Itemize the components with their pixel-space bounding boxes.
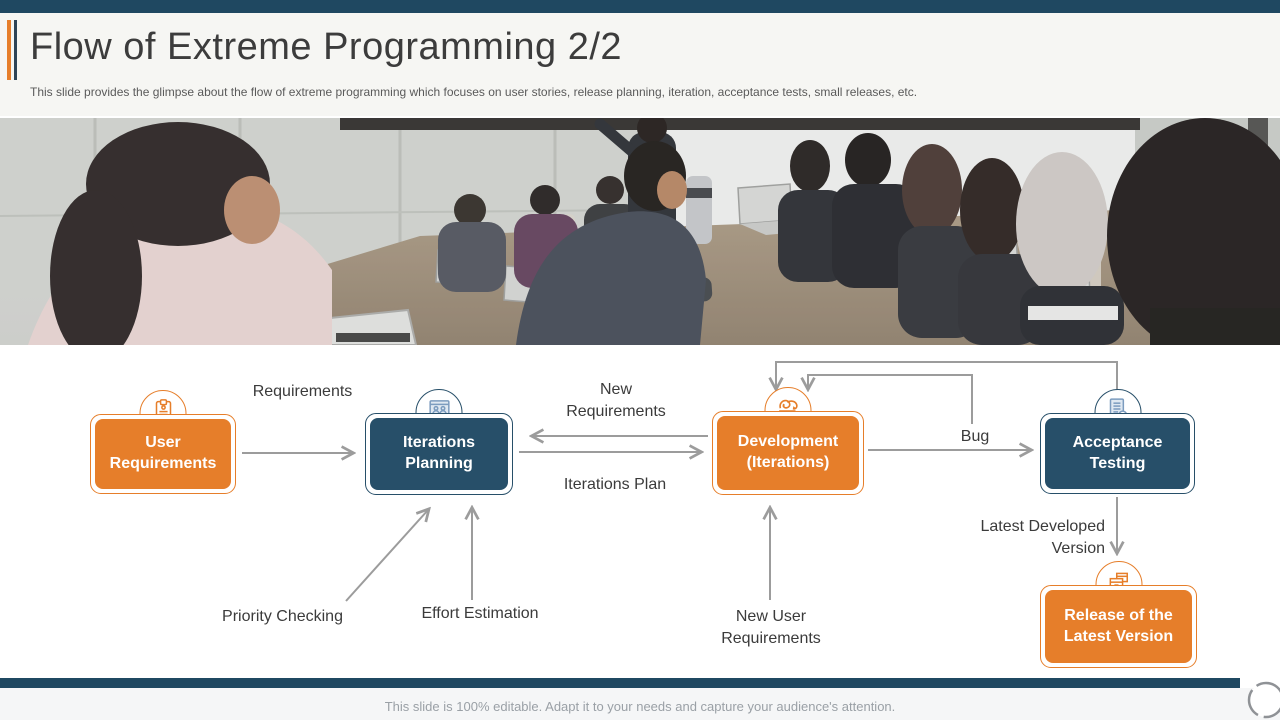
edge-priority-checking [345,510,428,602]
footer-note: This slide is 100% editable. Adapt it to… [384,699,896,714]
node-label: Release of the Latest Version [1045,590,1192,663]
label-iterations-plan: Iterations Plan [563,476,667,493]
footer-accent-bar [0,678,1240,688]
node-acceptance-testing: Acceptance Testing [1040,389,1195,494]
label-priority-checking: Priority Checking [222,608,343,625]
node-label: Development (Iterations) [717,416,859,490]
node-label: User Requirements [95,419,231,489]
page-subtitle: This slide provides the glimpse about th… [30,85,918,99]
title-accent-orange [7,20,11,80]
node-release: Release of the Latest Version [1040,561,1197,668]
node-label: Acceptance Testing [1045,418,1190,489]
top-accent-bar [0,0,1280,13]
label-new-user-requirements: New User Requirements [721,608,821,647]
page-title: Flow of Extreme Programming 2/2 [30,26,623,68]
footer-strip [0,688,1280,720]
brand-logo-icon [1240,678,1280,720]
title-accent-navy [14,20,17,80]
label-requirements: Requirements [252,383,353,400]
label-bug: Bug [960,428,990,445]
edge-acceptance-to-development [776,361,1118,390]
node-label: Iterations Planning [370,418,508,490]
label-latest-developed-version: Latest Developed Version [980,518,1105,557]
label-effort-estimation: Effort Estimation [421,605,539,622]
node-user-requirements: User Requirements [90,390,236,494]
meeting-room-photo [0,118,1280,345]
node-iterations-planning: Iterations Planning [365,389,513,495]
node-development: Development (Iterations) [712,387,864,495]
label-new-requirements: New Requirements [566,381,666,420]
header-strip [0,13,1280,116]
